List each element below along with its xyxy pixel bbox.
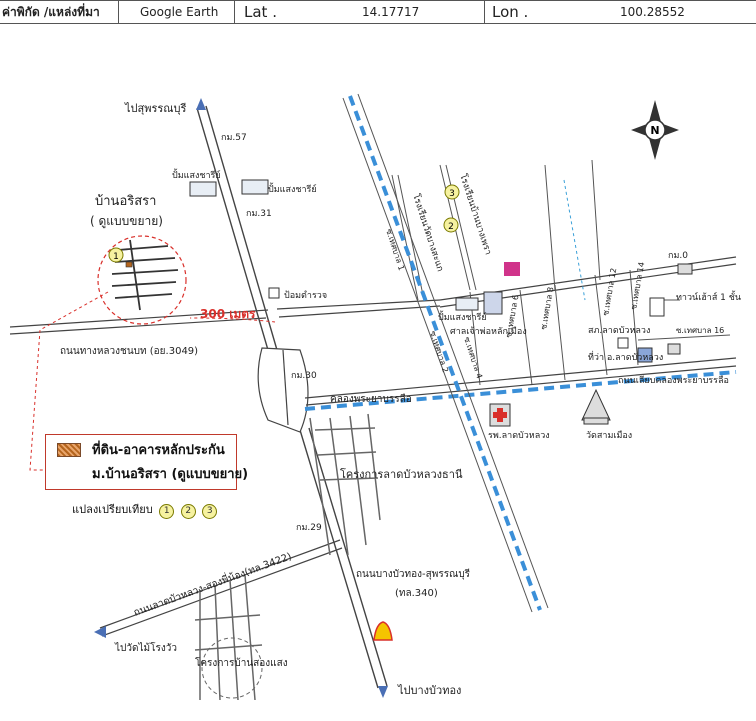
label-distance: 300 เมตร <box>200 307 256 321</box>
police-box-icon <box>268 287 280 299</box>
overpass <box>257 347 309 433</box>
canal-road <box>304 357 737 406</box>
label-to-suphan: ไปสุพรรณบุรี <box>124 102 186 115</box>
label-rural-road: ถนนทางหลวงชนบท (อย.3049) <box>60 346 198 357</box>
legend-box: ที่ดิน-อาคารหลักประกัน ม.บ้านอริสรา (ดูแ… <box>45 434 248 490</box>
shrine-icon <box>483 291 503 315</box>
marker-2: 2 <box>443 217 459 233</box>
lon-value: 100.28552 <box>620 5 685 19</box>
label-village-title: บ้านอริสรา <box>95 194 156 209</box>
header-divider <box>234 1 235 23</box>
comparison-parcels: แปลงเปรียบเทียบ 1 2 3 <box>72 500 218 519</box>
label-road-340: ถนนบางบัวทอง-สุพรรณบุรี <box>356 568 471 580</box>
legend-connector <box>29 291 109 471</box>
main-highway <box>196 105 388 689</box>
hospital-icon <box>489 403 511 427</box>
legend-title: ที่ดิน-อาคารหลักประกัน <box>92 443 225 458</box>
canal-lines <box>342 93 549 613</box>
label-canal: คลองพระยาบรรลือ <box>330 393 412 405</box>
subject-lot <box>125 261 133 268</box>
label-km57: กม.57 <box>221 133 247 143</box>
label-gas2: ปั้มแสงชารีย์ <box>268 182 317 195</box>
comparison-badge-2: 2 <box>180 504 196 519</box>
label-project1: โครงการลาดบัวหลวงธานี <box>340 467 463 481</box>
label-townhouse: ทาวน์เฮ้าส์ 1 ชั้น <box>676 290 741 303</box>
label-soi2: ซ.เทศบาล 2 <box>428 330 450 374</box>
label-hospital: รพ.ลาดบัวหลวง <box>488 431 550 441</box>
village-grid <box>111 239 179 311</box>
rural-road-3049 <box>9 299 441 335</box>
header-divider <box>118 1 119 23</box>
canal-main <box>304 95 737 611</box>
north-arrow-icon <box>631 100 679 160</box>
marker-3: 3 <box>444 184 460 200</box>
label-soi12: ซ.เทศบาล 12 <box>601 267 618 316</box>
lat-value: 14.17717 <box>362 5 420 19</box>
gas-station-icon <box>189 179 479 311</box>
label-project2: โครงการบ้านสองแสง <box>195 656 288 669</box>
road-3422 <box>99 539 343 637</box>
label-km31: กม.31 <box>246 209 272 219</box>
direction-arrows <box>94 98 388 698</box>
coordinate-header: ค่าพิกัด /แหล่งที่มา Google Earth Lat . … <box>0 0 756 24</box>
lon-label: Lon . <box>492 3 529 21</box>
label-temple: วัดสามเมือง <box>586 430 632 441</box>
label-to-bangbuathong: ไปบางบัวทอง <box>397 684 461 697</box>
office-icon <box>637 347 653 363</box>
comparison-label: แปลงเปรียบเทียบ <box>72 503 153 516</box>
svg-text:3: 3 <box>449 189 455 199</box>
townhouse-icon <box>649 297 665 317</box>
svg-text:1: 1 <box>113 252 119 262</box>
collateral-swatch <box>57 443 81 457</box>
label-canal-road: ถนนเลียบคลองพระยาบรรลือ <box>618 375 729 386</box>
bank-icon <box>667 343 681 355</box>
label-gas1: ปั้มแสงชารีย์ <box>172 168 221 181</box>
post-icon <box>617 337 629 349</box>
label-village-sub: ( ดูแบบขยาย) <box>90 214 163 229</box>
shop-icon <box>677 263 693 275</box>
coord-source-label: ค่าพิกัด /แหล่งที่มา <box>2 5 100 19</box>
legend-subtitle: ม.บ้านอริสรา (ดูแบบขยาย) <box>92 467 249 482</box>
label-police: ป้อมตำรวจ <box>284 290 327 301</box>
label-soi16: ซ.เทศบาล 16 <box>676 326 724 335</box>
distance-path <box>189 317 276 323</box>
label-shrine: ศาลเจ้าพ่อหลักเมือง <box>450 326 527 337</box>
label-km30: กม.30 <box>291 371 317 381</box>
compass-letter: N <box>650 124 659 137</box>
project-grid <box>194 413 381 701</box>
header-divider <box>484 1 485 23</box>
village-circle <box>97 235 187 325</box>
label-district-office: สภ.ลาดบัวหลวง <box>588 326 650 336</box>
label-km29: กม.29 <box>296 523 322 533</box>
marker-1: 1 <box>108 247 124 263</box>
seven-eleven-icon <box>504 262 520 276</box>
label-road-340-code: (ทล.340) <box>395 588 438 599</box>
label-to-wat: ไปวัดไม้โรงวัว <box>114 641 177 654</box>
temple-icon <box>581 388 611 425</box>
source-value: Google Earth <box>140 5 219 19</box>
label-soi8: ซ.เทศบาล 8 <box>539 286 555 330</box>
label-soi4: ซ.เทศบาล 4 <box>462 336 484 380</box>
label-km0: กม.0 <box>668 251 688 261</box>
small-canal <box>563 179 586 301</box>
label-gas3: ปั้มแสงชารีย์ <box>438 310 487 323</box>
shell-logo-icon <box>373 621 393 641</box>
project2-circle <box>201 637 263 699</box>
svg-text:2: 2 <box>448 222 454 232</box>
lat-label: Lat . <box>244 3 277 21</box>
comparison-badge-3: 3 <box>202 504 218 519</box>
label-school-right: โรงเรียนบ้านบางเพรา <box>457 173 494 257</box>
label-road-3422: ถนนลาดบัวหลวง-สองพี่น้อง(ทล.3422) <box>131 548 293 618</box>
comparison-badge-1: 1 <box>159 504 175 519</box>
label-post-office: ที่ว่า อ.ลาดบัวหลวง <box>588 350 663 363</box>
